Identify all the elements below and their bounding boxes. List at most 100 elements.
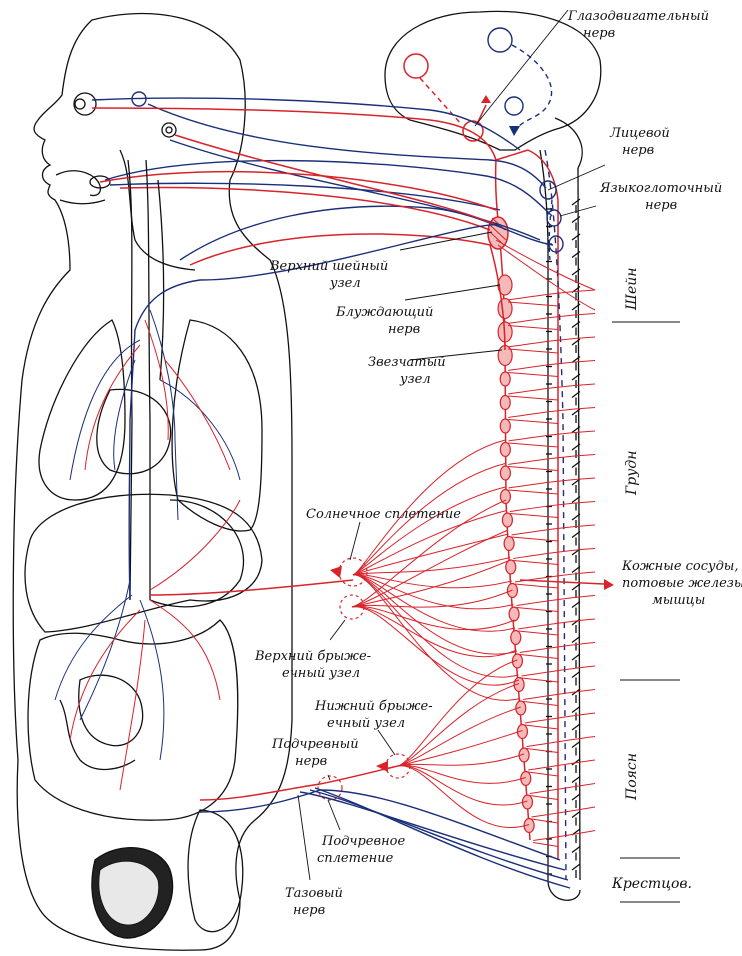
vertebra-tick (571, 670, 581, 686)
ramus-root (533, 842, 559, 847)
lumbar-splanchnic-fiber (397, 706, 521, 767)
ramus (524, 712, 596, 724)
chain-ganglion (516, 723, 529, 740)
chain-ganglion (510, 629, 522, 646)
vertebra-tick (571, 828, 581, 843)
arrow-icon (509, 126, 520, 136)
vertebra-tick (571, 845, 581, 861)
splanchnic-fiber (351, 606, 517, 658)
ramus (526, 736, 596, 747)
ramus (508, 383, 596, 395)
vertebra-tick (571, 355, 581, 371)
vertebra-tick (571, 443, 581, 458)
vertebra-tick (571, 705, 581, 721)
inferior-mesenteric-ganglion-label: Нижний брыже- ечный узел (314, 699, 437, 731)
vertebra-tick (571, 320, 581, 336)
celiac-plexus-label: Солнечное сплетение (306, 507, 461, 522)
mouth-and-salivary (55, 170, 111, 205)
ramus-root (524, 724, 559, 730)
ramus-root (511, 536, 559, 542)
cranial-sympathetic-fibers (91, 107, 596, 351)
pelvic-nerve-label: Тазовый нерв (285, 886, 347, 918)
ramus-root (508, 442, 559, 448)
oculomotor-red-root (495, 149, 529, 161)
vertebral-segments (546, 198, 581, 878)
superior-cervical-ganglion-label: Верхний шейный узел (269, 259, 392, 291)
splanchnic-fiber (351, 605, 515, 631)
chain-ganglion (499, 371, 511, 387)
vertebra-tick (571, 618, 581, 633)
chain-ganglion (515, 700, 527, 716)
splanchnic-fiber (352, 439, 506, 576)
splanchnic-fiber (352, 533, 509, 576)
ramus (508, 430, 596, 442)
celiac-arrow-icon (330, 566, 342, 578)
glossopharyngeal-nerve-label: Языкоглоточный нерв (599, 181, 726, 213)
hypogastric-plexus (317, 775, 343, 801)
ramus-root (508, 301, 559, 307)
intestines (27, 619, 239, 821)
splanchnic-fiber (351, 499, 507, 608)
ramus-root (528, 771, 559, 777)
vertebra-tick (571, 810, 581, 826)
ramus-root (516, 607, 559, 612)
chain-ganglion (499, 488, 512, 505)
ramus (508, 407, 596, 418)
splanchnic-fiber (351, 529, 509, 608)
body-outline (12, 12, 293, 951)
vertebra-tick (571, 583, 581, 598)
pelvic-parasympathetic (199, 787, 571, 889)
vertebra-tick (571, 373, 581, 388)
ramus (508, 336, 596, 348)
vertebra-tick (571, 233, 581, 248)
stellate-ganglion-label: Звезчатый узел (368, 355, 450, 387)
ramus-root (508, 325, 559, 330)
ramus (529, 783, 596, 794)
ramus-root (529, 795, 559, 800)
oculomotor-nerve-label: Глазодвигательный нерв (567, 9, 713, 41)
splanchnic-fiber (352, 557, 511, 576)
ramus (523, 689, 596, 700)
hypogastric-plexus-label: Подчревное сплетение (317, 834, 409, 866)
ramus-root (521, 677, 559, 683)
lumbar-splanchnic-fiber (397, 730, 523, 767)
ramus (508, 360, 596, 371)
chain-ganglion (508, 606, 520, 622)
ramus (508, 454, 596, 465)
ramus-root (508, 395, 559, 401)
vertebra-tick (571, 863, 581, 878)
superior-mesenteric-ganglion-label: Верхний брыже- ечный узел (254, 649, 375, 681)
target-organs-label: Кожные сосуды, потовые железы, мышцы (621, 559, 742, 608)
spinal-cord (527, 149, 581, 901)
vertebra-tick (571, 758, 581, 773)
ramus-root (526, 748, 559, 753)
ramus-root (508, 419, 559, 424)
vertebra-tick (571, 408, 581, 423)
ramus (509, 501, 596, 512)
ramus-root (513, 560, 559, 565)
target-arrow-shaft (519, 579, 605, 585)
ramus (507, 289, 596, 301)
vagus-nerve-label: Блуждающий нерв (335, 305, 437, 337)
splanchnic-fiber (352, 574, 521, 701)
vertebra-tick (571, 775, 581, 791)
splanchnic-fiber (351, 606, 519, 686)
splanchnic-fiber (352, 510, 507, 576)
ramus (513, 548, 596, 559)
ramus-root (508, 372, 559, 377)
lumbar-splanchnic-fiber (397, 764, 526, 784)
ear (161, 122, 177, 138)
heart (96, 388, 172, 475)
chain-ganglion (499, 394, 511, 411)
cervical-region-label: Шейн (624, 268, 640, 312)
vertebra-tick (571, 460, 581, 476)
eye (73, 92, 97, 116)
vertebra-tick (571, 495, 581, 511)
chain-ganglion (511, 653, 524, 669)
vertebra-tick (571, 530, 581, 546)
rami-communicantes (507, 289, 614, 847)
ramus (518, 618, 596, 630)
chain-ganglion (503, 535, 515, 552)
lungs (38, 319, 263, 532)
